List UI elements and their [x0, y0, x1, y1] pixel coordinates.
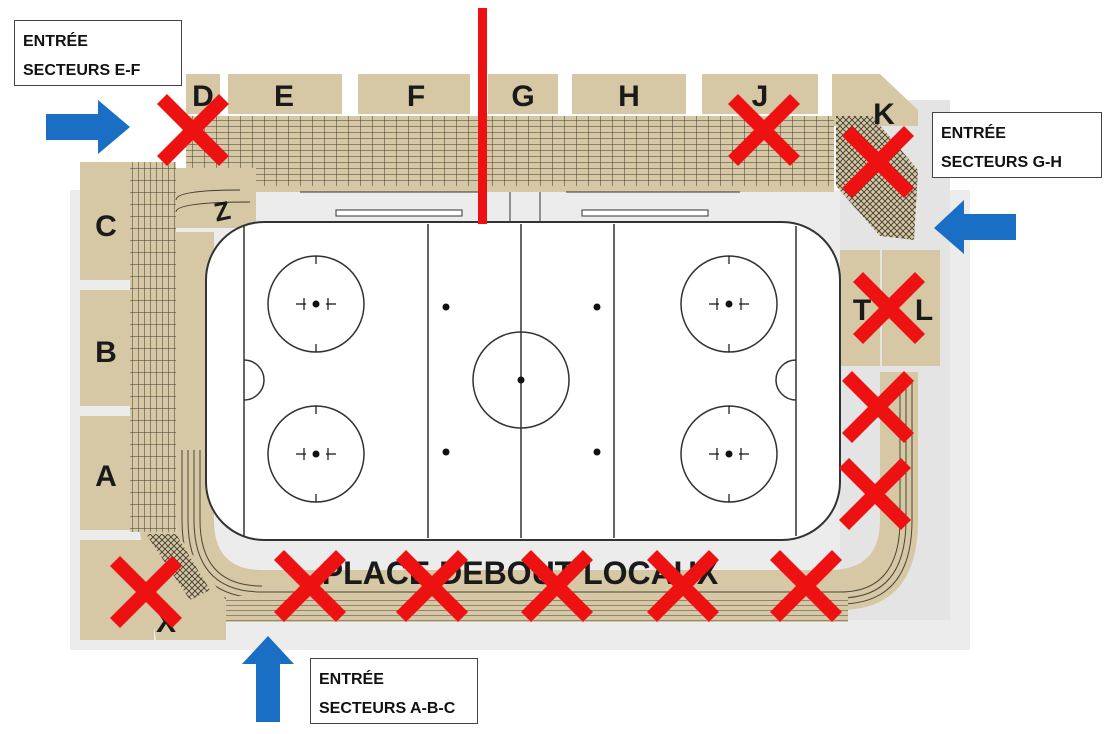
section-label-t: T	[853, 294, 871, 327]
entrance-gh-line2: SECTEURS G-H	[941, 154, 1062, 171]
section-label-k: K	[873, 98, 895, 131]
closed-x-icon-section-k	[842, 126, 914, 198]
ice-rink	[205, 221, 841, 541]
top-section-boxes	[186, 74, 918, 126]
section-z-area	[176, 168, 256, 228]
closed-x-icon-section-x	[110, 556, 182, 628]
entrance-arrow-abc-icon	[242, 636, 294, 722]
closed-x-icon-standing-2	[396, 550, 468, 622]
entrance-label-gh: ENTRÉE SECTEURS G-H	[932, 112, 1102, 178]
section-label-e: E	[274, 80, 294, 113]
entrance-abc-line1: ENTRÉE	[319, 671, 384, 688]
standing-area-band	[176, 232, 918, 610]
closed-x-icon-section-d	[157, 94, 229, 166]
section-label-g: G	[511, 80, 534, 113]
top-seating-rows	[186, 116, 834, 192]
section-t-box	[840, 250, 880, 366]
section-label-h: H	[618, 80, 640, 113]
section-label-f: F	[407, 80, 425, 113]
section-label-l: L	[915, 294, 933, 327]
entrance-label-ef: ENTRÉE SECTEURS E-F	[14, 20, 182, 86]
section-label-z: Z	[211, 195, 233, 228]
closed-x-icon-right-lower	[839, 458, 911, 530]
section-label-a: A	[95, 460, 117, 493]
red-divider-line	[478, 8, 487, 224]
entrance-ef-line2: SECTEURS E-F	[23, 62, 141, 79]
entrance-abc-line2: SECTEURS A-B-C	[319, 700, 456, 717]
section-label-b: B	[95, 336, 117, 369]
entrance-label-abc: ENTRÉE SECTEURS A-B-C	[310, 658, 478, 724]
entrance-arrow-gh-icon	[934, 200, 1016, 254]
closed-x-icon-standing-4	[647, 550, 719, 622]
closed-x-icon-right-upper	[842, 371, 914, 443]
closed-x-icon-standing-1	[274, 550, 346, 622]
entrance-arrow-ef-icon	[46, 100, 130, 154]
closed-x-icon-standing-5	[770, 550, 842, 622]
entrance-ef-line1: ENTRÉE	[23, 33, 88, 50]
section-label-j: J	[752, 80, 769, 113]
closed-x-icon-section-tl	[853, 272, 925, 344]
closed-x-icon-standing-3	[521, 550, 593, 622]
section-label-c: C	[95, 210, 117, 243]
closed-x-icon-section-j	[728, 94, 800, 166]
entrance-gh-line1: ENTRÉE	[941, 125, 1006, 142]
team-benches	[300, 191, 740, 222]
left-seating-rows	[130, 162, 176, 532]
